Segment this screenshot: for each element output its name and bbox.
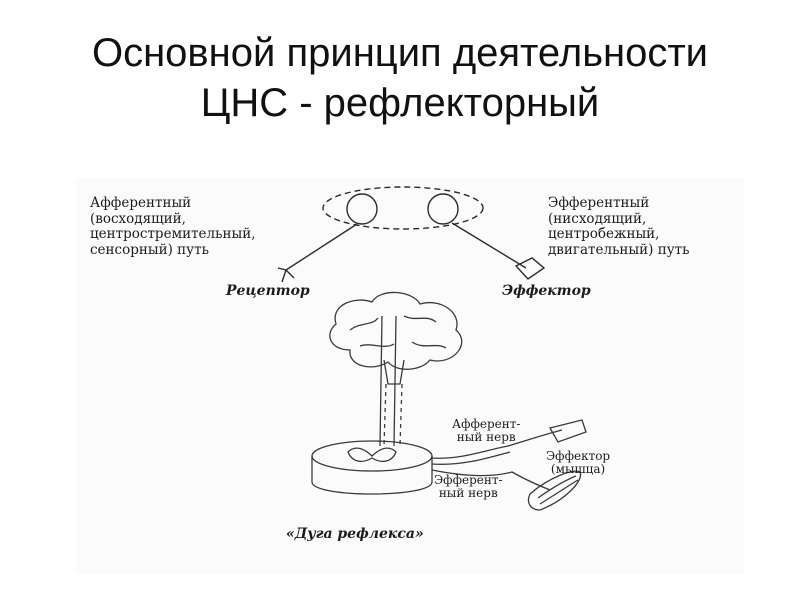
- efferent-neuron-circle: [427, 193, 459, 225]
- brain-fold-2: [403, 315, 437, 323]
- diagram-caption: «Дуга рефлекса»: [286, 526, 424, 542]
- brain-fold-3: [359, 343, 395, 347]
- efferent-nerve-label: Эфферент- ный нерв: [434, 473, 503, 500]
- afferent-path-line: [285, 223, 358, 271]
- effector-label: Эффектор: [502, 283, 591, 299]
- efferent-path-line: [451, 222, 527, 269]
- muscle-fiber-2: [539, 479, 579, 505]
- effector-icon: [514, 257, 546, 280]
- skin-receptor: [549, 419, 587, 443]
- title-line-2: ЦНС - рефлекторный: [200, 81, 600, 125]
- muscle-drawing: [527, 470, 582, 511]
- afferent-nerve-label: Афферент- ный нерв: [452, 417, 521, 444]
- brain-drawing: [329, 291, 463, 370]
- afferent-neuron-circle: [346, 193, 378, 225]
- effector-muscle-label: Эффектор (мышца): [546, 449, 611, 476]
- brainstem-drawing: [383, 359, 405, 385]
- spinal-tract-right: [393, 315, 397, 447]
- efferent-path-label: Эфферентный (нисходящий, центробежный, д…: [548, 195, 690, 258]
- diagram-background: [76, 178, 744, 574]
- brain-fold-1: [349, 317, 379, 331]
- ascending-tract-dashed: [399, 383, 403, 447]
- afferent-nerve-fiber-2: [431, 451, 511, 465]
- descending-tract-dashed: [383, 383, 387, 447]
- cns-dashed-oval: [322, 186, 484, 230]
- receptor-icon: [277, 267, 295, 283]
- title-line-1: Основной принцип деятельности: [91, 31, 709, 75]
- slide-title: Основной принцип деятельности ЦНС - рефл…: [0, 28, 800, 128]
- receptor-label: Рецептор: [226, 283, 310, 299]
- spinal-cord-body: [311, 456, 433, 495]
- muscle-fiber-1: [537, 475, 577, 499]
- efferent-nerve-fiber: [431, 469, 551, 491]
- spinal-tract-left: [379, 315, 383, 447]
- gray-matter: [347, 447, 397, 463]
- afferent-path-label: Афферентный (восходящий, центростремител…: [90, 195, 256, 258]
- brain-fold-4: [411, 341, 447, 349]
- afferent-nerve-fiber: [431, 429, 563, 459]
